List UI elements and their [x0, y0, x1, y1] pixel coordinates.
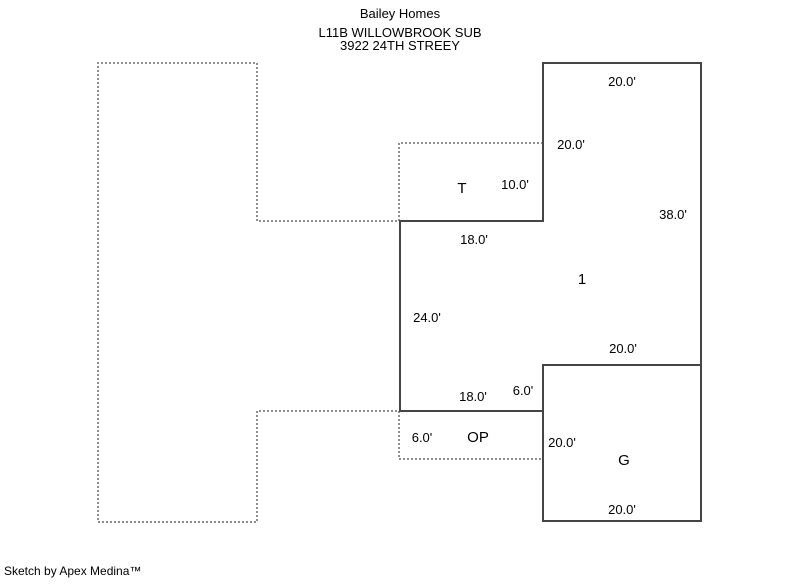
- dim-main-top: 20.0': [608, 74, 636, 89]
- dim-garage-top: 20.0': [609, 341, 637, 356]
- area-label-open-porch: OP: [467, 429, 489, 446]
- main-area-outline: [399, 62, 702, 412]
- boundary-outline-dashed: [97, 62, 543, 523]
- area-label-t-porch: T: [457, 180, 466, 197]
- dim-t-height: 10.0': [501, 177, 529, 192]
- sketch-credit: Sketch by Apex Medina™: [4, 564, 142, 578]
- t-porch-solid-edges: [399, 143, 544, 222]
- sketch-title: Bailey Homes: [359, 6, 441, 21]
- dim-op-width: 18.0': [459, 389, 487, 404]
- dim-t-width: 18.0': [460, 232, 488, 247]
- dim-main-upper-left: 20.0': [557, 137, 585, 152]
- dim-garage-bottom: 20.0': [608, 502, 636, 517]
- dim-main-left: 24.0': [413, 310, 441, 325]
- dim-garage-left-offset: 6.0': [513, 383, 534, 398]
- legal-description: L11B WILLOWBROOK SUB: [318, 25, 482, 40]
- dim-op-depth: 6.0': [412, 430, 433, 445]
- area-label-main: 1: [578, 271, 586, 288]
- dim-main-right: 38.0': [659, 207, 687, 222]
- dim-garage-left: 20.0': [548, 435, 576, 450]
- property-address: 3922 24TH STREEY: [340, 38, 460, 53]
- garage-outline: [542, 364, 702, 522]
- area-label-garage: G: [618, 452, 630, 469]
